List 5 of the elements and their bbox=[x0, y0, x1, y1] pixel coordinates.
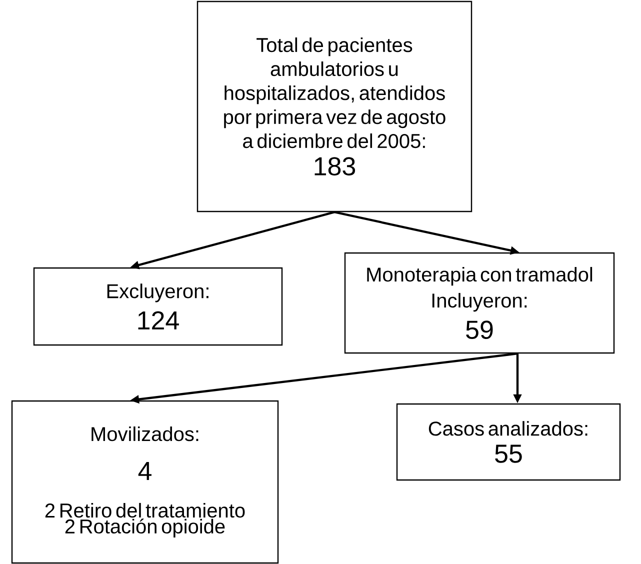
flow-box: Total de pacientes ambulatorios u hospitalizados, atendidos por primera vez de agosto a diciembre del 2005: 183 bbox=[196, 0, 472, 212]
flow-box: Monoterapia con tramadol Incluyeron: 59 bbox=[344, 252, 615, 354]
flow-box: Movilizados: 4 2 Retiro del tratamiento 2 Rotación opioide bbox=[11, 400, 279, 564]
flow-box: Casos analizados: 55 bbox=[396, 403, 621, 481]
flow-box: Excluyeron: 124 bbox=[33, 267, 283, 346]
